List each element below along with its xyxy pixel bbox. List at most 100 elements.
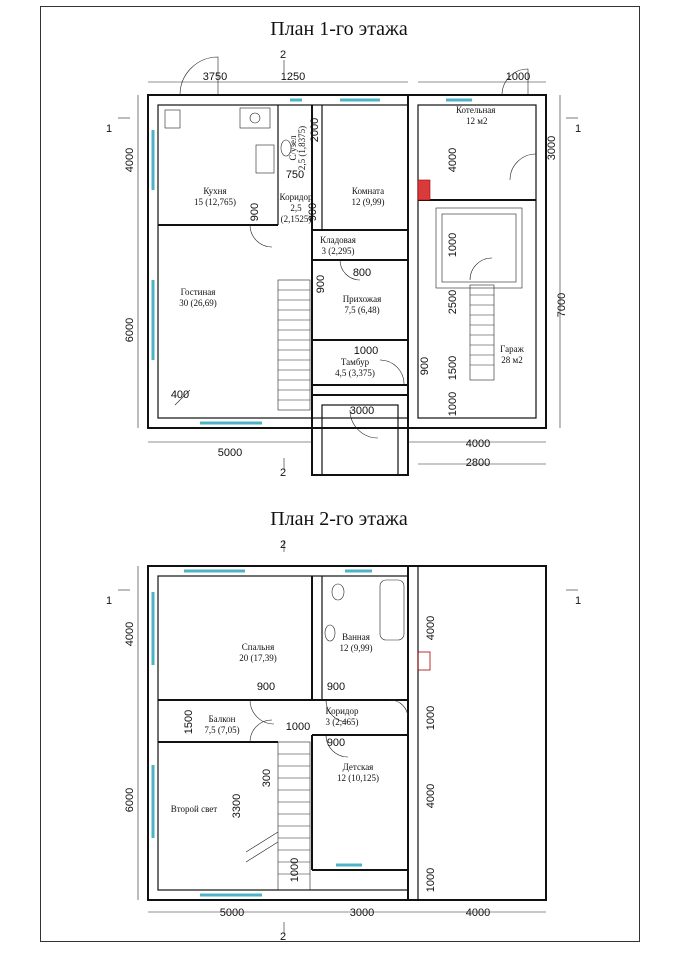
room-area-kitchen: 15 (12,765) (194, 197, 236, 207)
plan1-stairs (277, 279, 311, 411)
dim-label: 1000 (425, 706, 437, 730)
plan1-title: План 1-го этажа (270, 18, 408, 40)
room-area-garage: 28 м2 (501, 355, 522, 365)
door-arc (249, 699, 275, 725)
dim-label: 900 (257, 681, 275, 693)
room-label-vestibule: Тамбур (341, 357, 370, 367)
dim-label: 3000 (350, 907, 374, 919)
dim-label: 750 (286, 169, 304, 181)
door-arc (379, 359, 405, 385)
stove-icon (255, 144, 275, 174)
room-label-corridor: Коридор (280, 192, 313, 202)
sink-icon (239, 107, 271, 129)
dim-label: 1000 (286, 721, 310, 733)
dim-label: 400 (171, 389, 189, 401)
dim-label: 800 (353, 267, 371, 279)
dim-label: 7000 (556, 293, 568, 317)
plan1-outer-wall (147, 94, 547, 429)
dim-label: 1000 (354, 345, 378, 357)
room-label-bedroom: Спальня (242, 642, 274, 652)
room-label-kitchen: Кухня (203, 186, 226, 196)
axis-mark: 2 (280, 467, 286, 479)
dim-label: 2500 (447, 290, 459, 314)
fridge-icon (164, 109, 181, 129)
door-arc (174, 389, 191, 406)
axis-mark: 2 (280, 931, 286, 943)
dim-label: 1000 (506, 71, 530, 83)
dim-label: 5000 (218, 447, 242, 459)
plan1-inner-wall-garage (417, 104, 537, 419)
room-area-corridor: 2,5 (290, 203, 302, 213)
dim-label: 900 (249, 203, 261, 221)
room-area-vestibule: 4,5 (3,375) (335, 368, 375, 378)
dim-label: 1250 (281, 71, 305, 83)
room-label-second-light: Второй свет (171, 804, 218, 814)
door-arc (389, 699, 409, 719)
room-label-pantry: Кладовая (320, 235, 356, 245)
plan2-title: План 2-го этажа (270, 508, 408, 530)
plan1-porch-inner (321, 404, 399, 476)
bathtub-icon (379, 579, 405, 641)
dim-label: 1000 (289, 858, 301, 882)
door-arc (179, 56, 219, 96)
room-label-hall: Прихожая (343, 294, 382, 304)
room-label-boiler: Котельная (456, 105, 495, 115)
room-area-nursery: 12 (10,125) (337, 773, 379, 783)
dim-label: 1000 (425, 868, 437, 892)
axis-mark: 1 (106, 123, 112, 135)
plan1: Кухня 15 (12,765) С/узел 2,5 (1,8375) Ко… (106, 49, 581, 479)
dim-label: 4000 (425, 784, 437, 808)
axis-mark: 1 (106, 595, 112, 607)
dim-label: 1500 (183, 710, 195, 734)
toilet-icon (331, 583, 345, 601)
dim-label: 900 (327, 681, 345, 693)
room-area-bedroom: 20 (17,39) (239, 653, 277, 663)
dim-label: 3000 (350, 405, 374, 417)
room-area-bathroom: 2,5 (1,8375) (297, 126, 307, 170)
dim-label: 2000 (309, 118, 321, 142)
plan2-inner-wall (157, 575, 409, 891)
door-arc (469, 257, 493, 281)
room-area-room: 12 (9,99) (352, 197, 385, 207)
dim-label: 900 (307, 203, 319, 221)
door-arc (339, 259, 361, 281)
sink-bowl-icon (249, 112, 261, 124)
dim-label: 3300 (231, 794, 243, 818)
dim-label: 3750 (203, 71, 227, 83)
room-label-nursery: Детская (343, 762, 374, 772)
dim-label: 4000 (425, 616, 437, 640)
plan2: Спальня 20 (17,39) Ванная 12 (9,99) Балк… (106, 539, 581, 943)
door-arc (325, 699, 349, 723)
dim-label: 6000 (124, 318, 136, 342)
room-area-balcony: 7,5 (7,05) (204, 725, 239, 735)
dim-label: 1000 (447, 233, 459, 257)
room-label-bathroom: С/узел (288, 135, 298, 161)
door-arc (349, 409, 379, 439)
room-area-boiler: 12 м2 (466, 116, 487, 126)
room-area-corridor-2: 3 (2,465) (326, 717, 359, 727)
door-arc (249, 719, 273, 743)
dim-label: 4000 (466, 438, 490, 450)
axis-mark: 2 (280, 49, 286, 61)
door-arc (509, 153, 537, 181)
dim-label: 3000 (546, 136, 558, 160)
dim-label: 900 (419, 357, 431, 375)
chimney-icon (417, 651, 431, 671)
toilet-icon (280, 139, 292, 157)
boiler-icon (417, 179, 431, 201)
washbasin-icon (324, 624, 336, 642)
room-label-living: Гостиная (181, 287, 216, 297)
room-area-hall: 7,5 (6,48) (344, 305, 379, 315)
dim-label: 900 (315, 275, 327, 293)
plan1-car-outline-inner (441, 213, 517, 283)
plan1-dim-lines (118, 60, 578, 470)
plan1-car-outline (435, 207, 523, 289)
room-label-garage: Гараж (500, 344, 524, 354)
dim-label: 4000 (124, 622, 136, 646)
dim-label: 6000 (124, 788, 136, 812)
room-label-corridor-2: Коридор (326, 706, 359, 716)
axis-mark: 1 (575, 595, 581, 607)
dim-label: 4000 (124, 148, 136, 172)
dim-label: 900 (327, 737, 345, 749)
